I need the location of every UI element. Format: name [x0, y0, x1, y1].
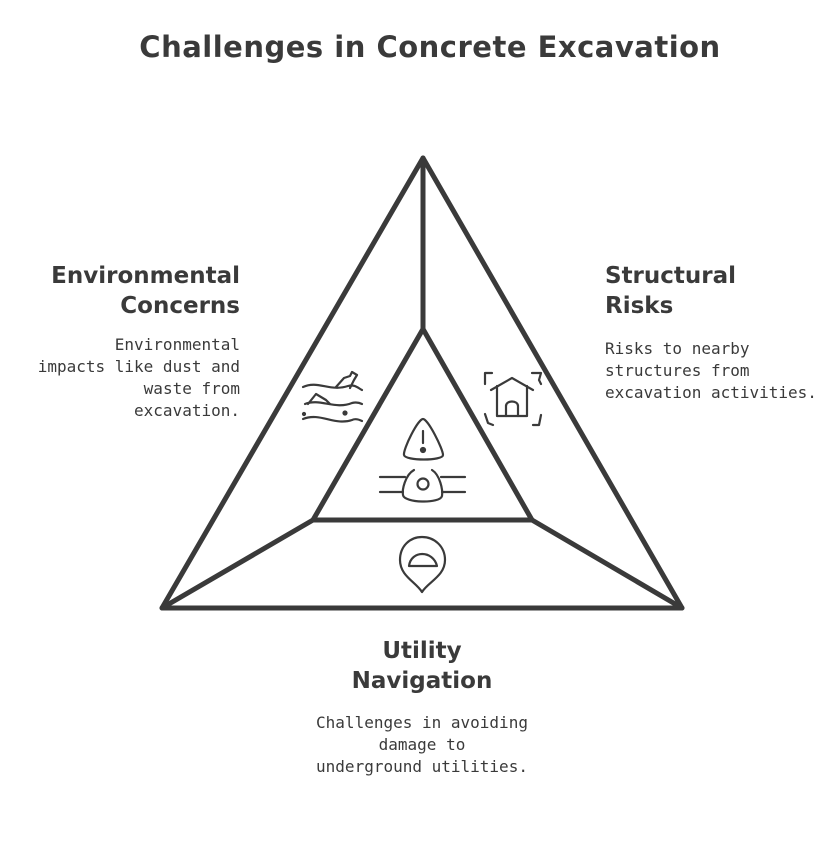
description-line: waste from — [143, 379, 240, 398]
description-line: excavation activities. — [605, 383, 817, 402]
house-focus-icon — [483, 371, 543, 427]
inner-triangle — [310, 326, 535, 523]
heading-line: Structural — [605, 263, 737, 289]
description-line: impacts like dust and — [37, 357, 240, 376]
connector-left — [159, 517, 316, 611]
heading-line: Navigation — [351, 668, 493, 694]
heading-line: Concerns — [120, 293, 240, 319]
description-line: damage to — [378, 735, 466, 754]
heading-line: Risks — [605, 293, 674, 319]
utility-heading: Utility Navigation — [272, 636, 572, 696]
location-pin-icon — [398, 535, 447, 594]
outer-triangle — [159, 155, 685, 611]
description-line: excavation. — [134, 401, 240, 420]
heading-line: Environmental — [51, 263, 240, 289]
description-line: underground utilities. — [316, 757, 528, 776]
description-line: structures from — [605, 361, 750, 380]
environmental-description: Environmental impacts like dust and wast… — [10, 334, 240, 422]
heading-line: Utility — [382, 638, 462, 664]
structural-heading: Structural Risks — [605, 261, 736, 321]
description-line: Risks to nearby — [605, 339, 750, 358]
utility-description: Challenges in avoiding damage to undergr… — [272, 712, 572, 778]
description-line: Environmental — [114, 335, 240, 354]
connector-right — [529, 517, 685, 611]
polluted-water-icon — [301, 370, 364, 423]
warning-pipe-icon — [378, 417, 467, 503]
description-line: Challenges in avoiding — [316, 713, 528, 732]
diagram-title: Challenges in Concrete Excavation — [139, 30, 721, 64]
structural-description: Risks to nearby structures from excavati… — [605, 338, 817, 404]
environmental-heading: Environmental Concerns — [20, 261, 240, 321]
